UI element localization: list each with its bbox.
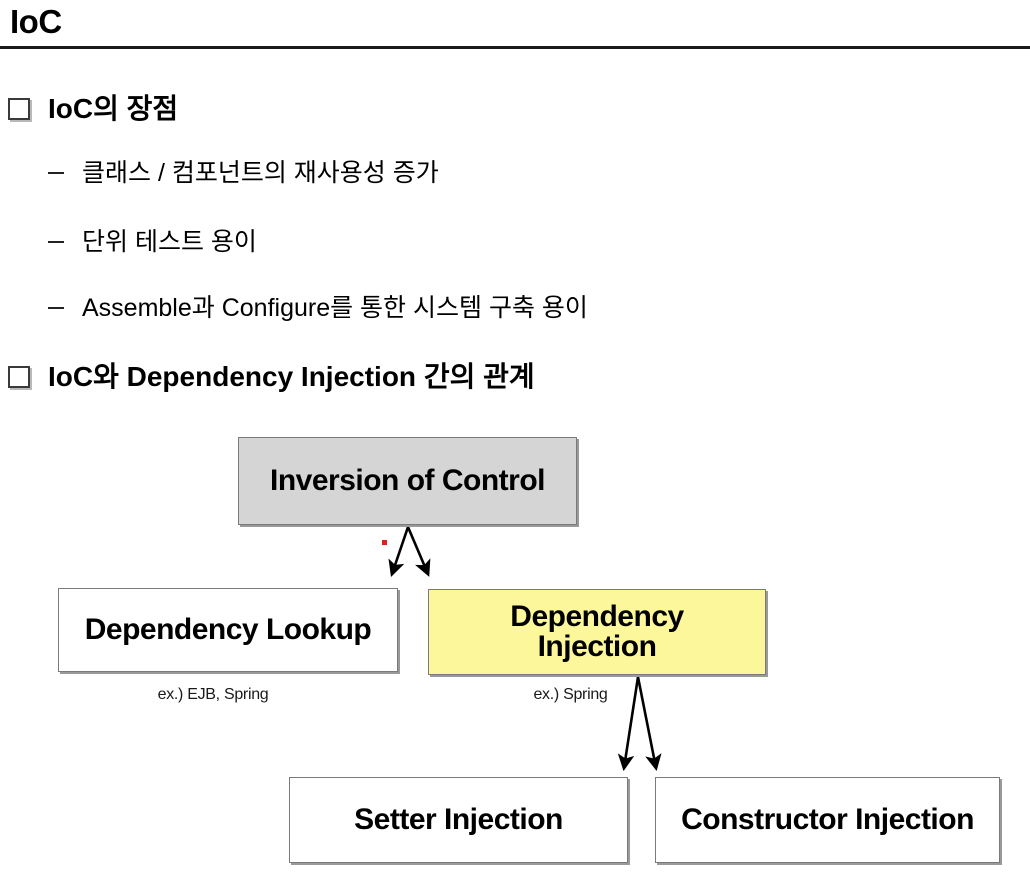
edge-di-to-setter-injection <box>617 676 640 772</box>
title-divider <box>0 46 1030 49</box>
node-dependency-injection[interactable]: Dependency Injection <box>428 589 766 675</box>
red-dot-marker <box>382 540 387 545</box>
dash-bullet-icon <box>48 241 64 243</box>
bullet-label: IoC와 Dependency Injection 간의 관계 <box>48 361 535 392</box>
node-setter-injection[interactable]: Setter Injection <box>289 777 628 863</box>
page-title: IoC <box>10 3 62 40</box>
bullet-label: 단위 테스트 용이 <box>82 228 257 256</box>
caption-dependency-lookup: ex.) EJB, Spring <box>157 686 269 703</box>
bullet-ioc-advantages: IoC의 장점 <box>8 92 178 126</box>
node-constructor-injection[interactable]: Constructor Injection <box>655 777 1000 863</box>
bullet-label: IoC의 장점 <box>48 93 179 124</box>
node-label: Constructor Injection <box>681 803 974 837</box>
hollow-square-bullet-icon <box>8 98 30 120</box>
hollow-square-bullet-icon <box>8 366 30 388</box>
node-inversion-of-control[interactable]: Inversion of Control <box>238 437 577 525</box>
node-dependency-lookup[interactable]: Dependency Lookup <box>58 588 398 672</box>
edge-ioc-to-dependency-lookup <box>388 526 410 577</box>
bullet-label: 클래스 / 컴포넌트의 재사용성 증가 <box>82 159 439 187</box>
caption-dependency-injection: ex.) Spring <box>533 686 608 703</box>
dash-bullet-icon <box>48 307 64 309</box>
bullet-ioc-di-relation: IoC와 Dependency Injection 간의 관계 <box>8 360 535 394</box>
node-label: Inversion of Control <box>270 464 546 498</box>
edge-ioc-to-dependency-injection <box>406 526 431 577</box>
bullet-label: Assemble과 Configure를 통한 시스템 구축 용이 <box>82 294 588 322</box>
node-label: Dependency Lookup <box>84 613 372 647</box>
dash-bullet-icon <box>48 172 64 174</box>
edge-di-to-constructor-injection <box>636 676 662 772</box>
bullet-assemble-configure: Assemble과 Configure를 통한 시스템 구축 용이 <box>48 292 588 324</box>
node-label: Setter Injection <box>354 803 563 837</box>
node-label-line2: Injection <box>537 630 657 663</box>
bullet-reusability: 클래스 / 컴포넌트의 재사용성 증가 <box>48 157 439 189</box>
node-label-line1: Dependency <box>510 600 684 633</box>
bullet-unit-test: 단위 테스트 용이 <box>48 226 257 258</box>
